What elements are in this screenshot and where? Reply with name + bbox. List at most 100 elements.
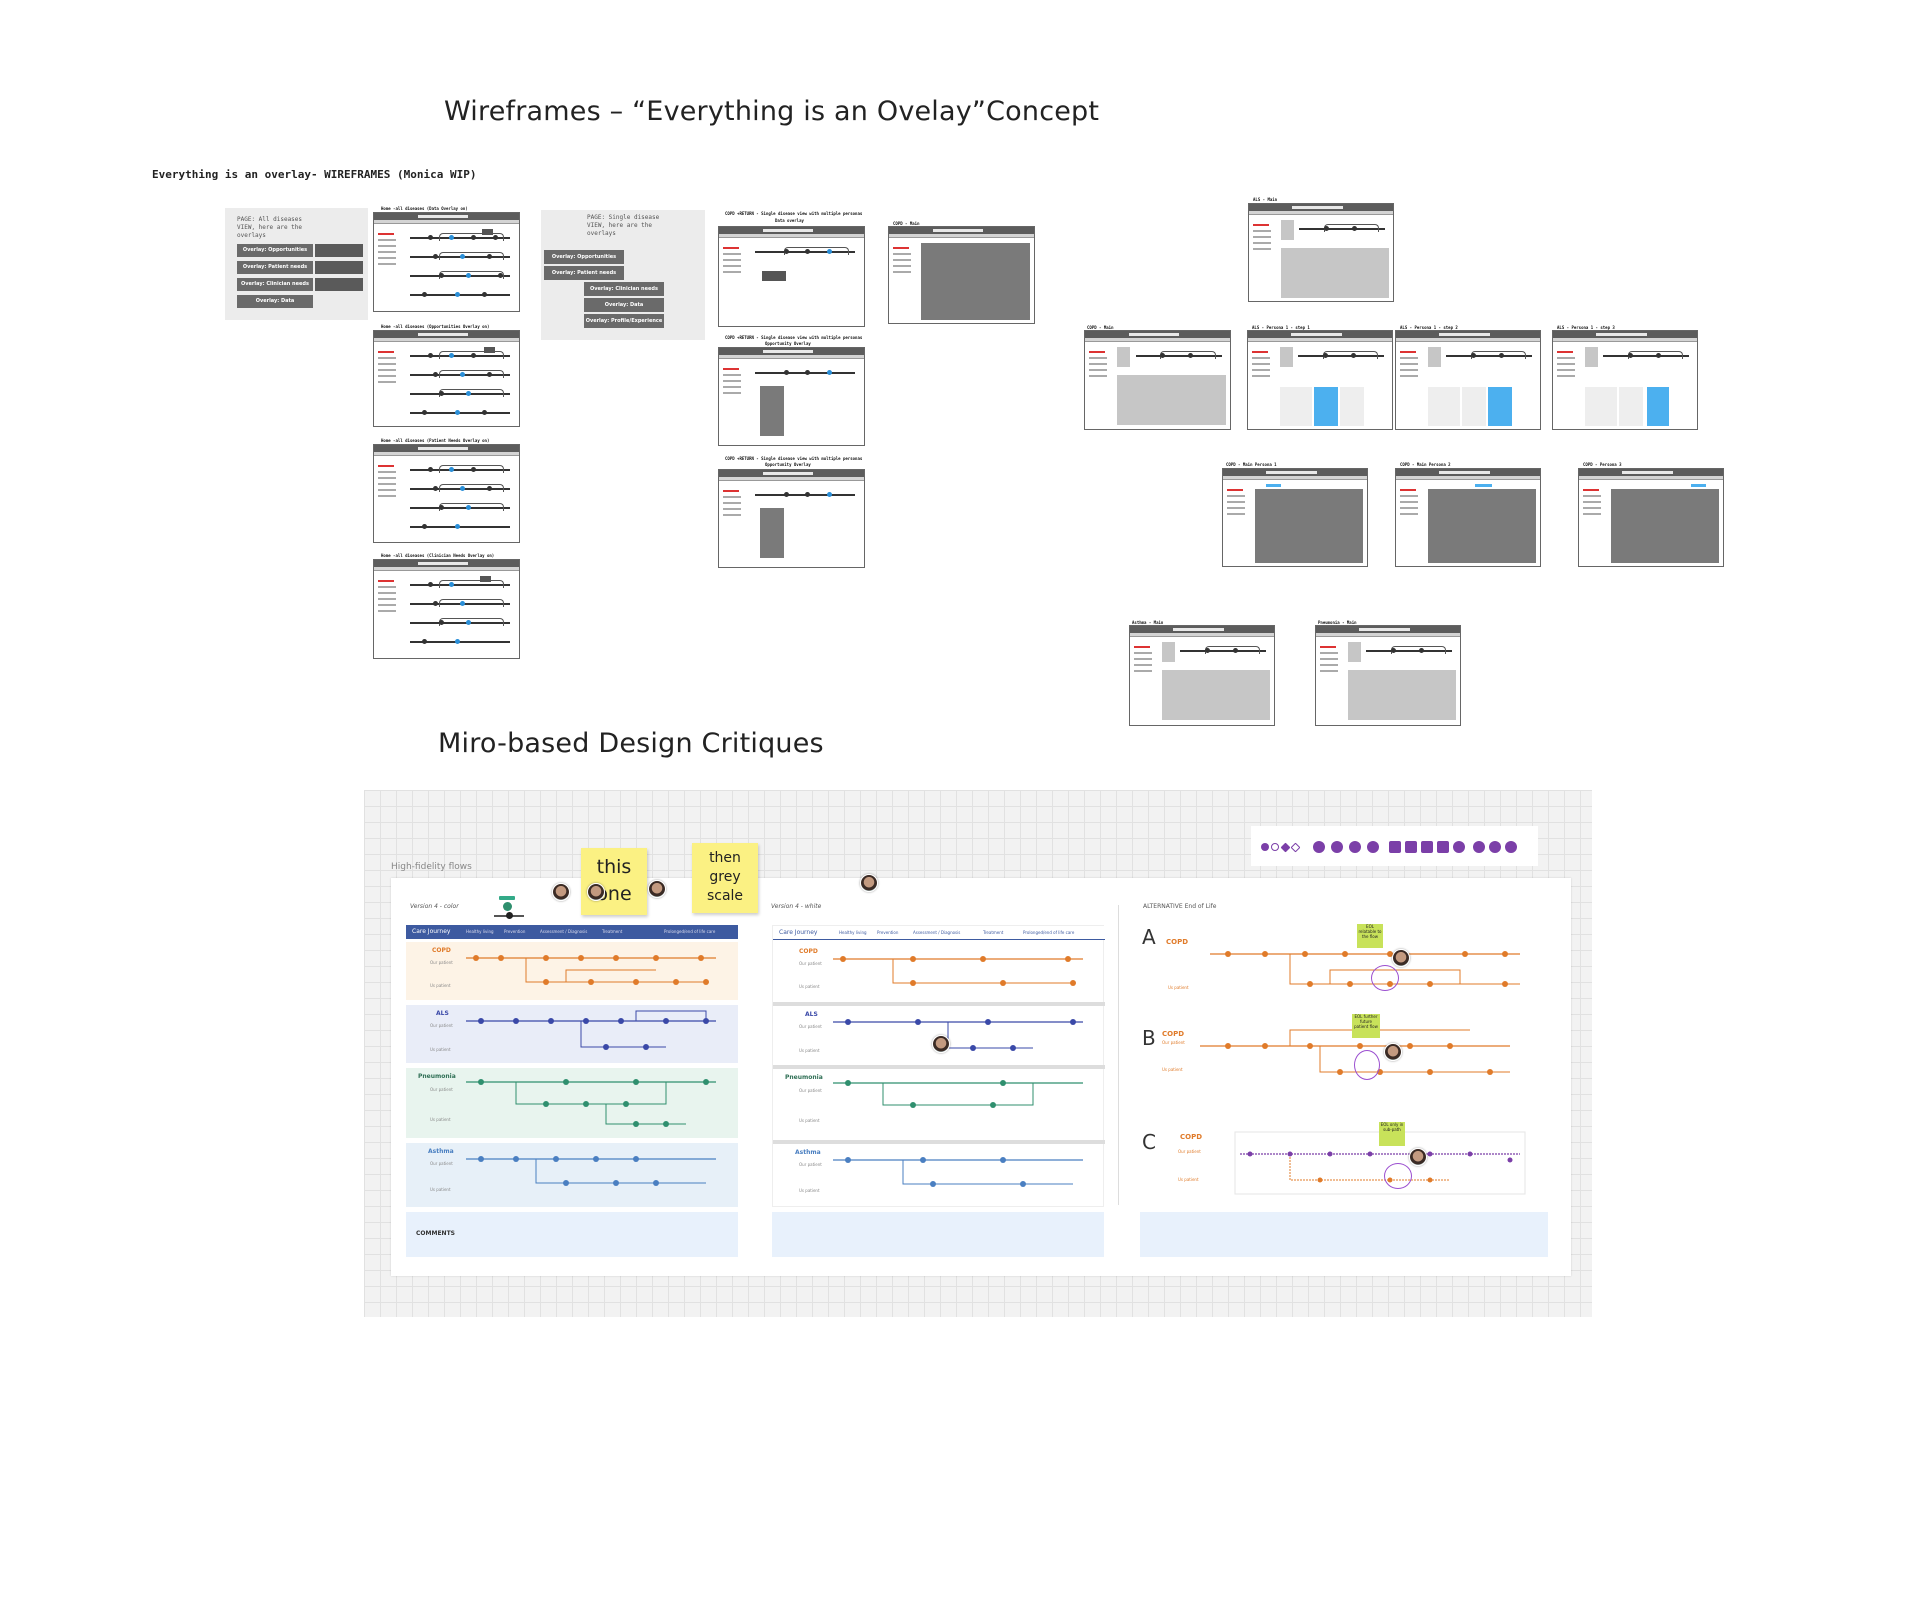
als-persona-1-step-3-wireframe[interactable] — [1552, 330, 1698, 430]
asthma-main-wireframe[interactable] — [1129, 625, 1275, 726]
alternative-label: ALTERNATIVE End of Life — [1143, 903, 1217, 910]
copd-main-wireframe[interactable] — [1084, 330, 1231, 430]
copd-main-small-wireframe[interactable] — [888, 226, 1035, 324]
wf-label: COPD - Persona 3 — [1583, 462, 1622, 467]
wf-label: Asthma - Main — [1132, 620, 1164, 625]
highlight-ring — [1354, 1050, 1380, 1080]
disease-name: ALS — [436, 1010, 449, 1017]
copd-band — [406, 942, 738, 1000]
home-patient-needs-wireframe[interactable] — [373, 444, 520, 543]
green-note[interactable]: EOL relatable to the flow — [1357, 924, 1383, 948]
patient-label: Our patient — [1162, 1040, 1185, 1045]
overlay-data-button[interactable]: Overlay: Data — [584, 298, 664, 312]
als-band — [406, 1005, 738, 1063]
als-main-wireframe[interactable] — [1248, 203, 1394, 302]
diamond-outline-icon — [1290, 842, 1301, 853]
patient-label: Us patient — [430, 1187, 451, 1192]
header-step: Prevention — [504, 929, 526, 934]
ring-icon — [1271, 843, 1279, 851]
comments-label: COMMENTS — [416, 1230, 455, 1237]
avatar[interactable] — [1384, 1043, 1402, 1061]
single-disease-page-card: PAGE: Single disease VIEW, here are the … — [541, 210, 705, 340]
als-flow-graphic — [466, 1010, 716, 1050]
overlay-opportunities-button[interactable]: Overlay: Opportunities — [237, 244, 313, 257]
avatar[interactable] — [1409, 1148, 1427, 1166]
copd-main-persona-1-wireframe[interactable] — [1222, 468, 1368, 567]
version-white-label: Version 4 - white — [771, 903, 822, 910]
version-white-panel[interactable]: Care Journey Healthy living Prevention A… — [772, 925, 1105, 1207]
home-opportunities-wireframe[interactable] — [373, 330, 520, 427]
patient-label: Our patient — [799, 1162, 822, 1167]
home-clinician-needs-wireframe[interactable] — [373, 559, 520, 659]
pneumonia-flow-graphic — [466, 1079, 716, 1127]
divider — [773, 1002, 1105, 1006]
wf-label: ALS - Persona 1 - step 2 — [1400, 325, 1458, 330]
overlay-opportunities-button[interactable]: Overlay: Opportunities — [544, 250, 624, 264]
disease-name: ALS — [805, 1011, 818, 1018]
wf-label: COPD - Main — [1087, 325, 1114, 330]
green-note[interactable]: EOL only in sub-path — [1379, 1122, 1405, 1146]
copd-main-persona-2-wireframe[interactable] — [1395, 468, 1541, 567]
wf-label: ALS - Persona 1 - step 1 — [1252, 325, 1310, 330]
overlay-clinician-needs-button[interactable]: Overlay: Clinician needs — [584, 282, 664, 296]
avatar[interactable] — [648, 880, 666, 898]
wf-label: COPD +RETURN - Single disease view with … — [725, 456, 863, 461]
person-icon — [1473, 841, 1485, 853]
header-step: Prolonged/end of life care — [664, 929, 716, 934]
avatar[interactable] — [1392, 949, 1410, 967]
wf-sublabel: Opportunity Overlay — [765, 462, 811, 467]
wf-label: COPD - Main — [893, 221, 920, 226]
overlay-patient-needs-button[interactable]: Overlay: Patient needs — [544, 266, 624, 280]
header-step: Assessment / Diagnosis — [913, 930, 961, 935]
wf-sublabel: Data overlay — [775, 218, 804, 223]
copd-flow-graphic — [466, 955, 716, 985]
wip-heading: Everything is an overlay- WIREFRAMES (Mo… — [152, 168, 477, 181]
copd-opportunity-wireframe-1[interactable] — [718, 347, 865, 446]
home-icon — [1331, 841, 1343, 853]
wf-label: Home -all diseases (Patient Needs Overla… — [381, 438, 490, 443]
copd-opportunity-wireframe-2[interactable] — [718, 469, 865, 568]
als-persona-1-step-1-wireframe[interactable] — [1247, 330, 1393, 430]
disease-name: COPD — [799, 948, 818, 955]
patient-label: Us patient — [1168, 985, 1189, 990]
pneumonia-flow-graphic — [833, 1080, 1083, 1108]
avatar[interactable] — [552, 883, 570, 901]
green-note[interactable]: EOL further future patient flow — [1352, 1014, 1380, 1038]
header-step: Prevention — [877, 930, 899, 935]
comments-box[interactable] — [1140, 1212, 1548, 1257]
alternative-disease: COPD — [1162, 1030, 1185, 1038]
home-data-wireframe[interactable] — [373, 212, 520, 312]
patient-label: Us patient — [1178, 1177, 1199, 1182]
copd-flow-graphic — [833, 956, 1083, 986]
comments-box[interactable] — [772, 1212, 1104, 1257]
pneumonia-main-wireframe[interactable] — [1315, 625, 1461, 726]
miro-heading: Miro-based Design Critiques — [438, 728, 824, 759]
avatar[interactable] — [587, 883, 605, 901]
sticky-note-then-grey-scale[interactable]: then grey scale — [692, 843, 758, 913]
patient-label: Our patient — [1178, 1149, 1201, 1154]
patient-label: Us patient — [799, 984, 820, 989]
patient-label: Us patient — [430, 983, 451, 988]
avatar[interactable] — [932, 1035, 950, 1053]
overlay-data-button[interactable]: Overlay: Data — [237, 295, 313, 308]
legend-node-icon — [506, 912, 513, 919]
version-color-panel[interactable]: Care Journey Healthy living Prevention A… — [406, 925, 738, 1207]
hospital-icon — [1437, 841, 1449, 853]
als-persona-1-step-2-wireframe[interactable] — [1395, 330, 1541, 430]
wf-label: ALS - Main — [1253, 197, 1278, 202]
overlay-clinician-needs-button[interactable]: Overlay: Clinician needs — [237, 278, 313, 291]
hospital-icon — [1421, 841, 1433, 853]
overlay-patient-needs-button[interactable]: Overlay: Patient needs — [237, 261, 313, 274]
sticky-note-this-one[interactable]: this one — [581, 848, 647, 915]
legend-bar — [499, 896, 515, 900]
wf-label: ALS - Persona 1 - step 3 — [1557, 325, 1615, 330]
copd-persona-3-wireframe[interactable] — [1578, 468, 1724, 567]
disease-name: Pneumonia — [418, 1073, 456, 1080]
patient-label: Our patient — [430, 1161, 453, 1166]
patient-label: Our patient — [430, 1023, 453, 1028]
copd-data-overlay-wireframe[interactable] — [718, 226, 865, 327]
overlay-profile-button[interactable]: Overlay: Profile/Experience — [584, 314, 664, 328]
avatar[interactable] — [860, 874, 878, 892]
patient-label: Our patient — [799, 1088, 822, 1093]
comments-box[interactable]: COMMENTS — [406, 1212, 738, 1257]
